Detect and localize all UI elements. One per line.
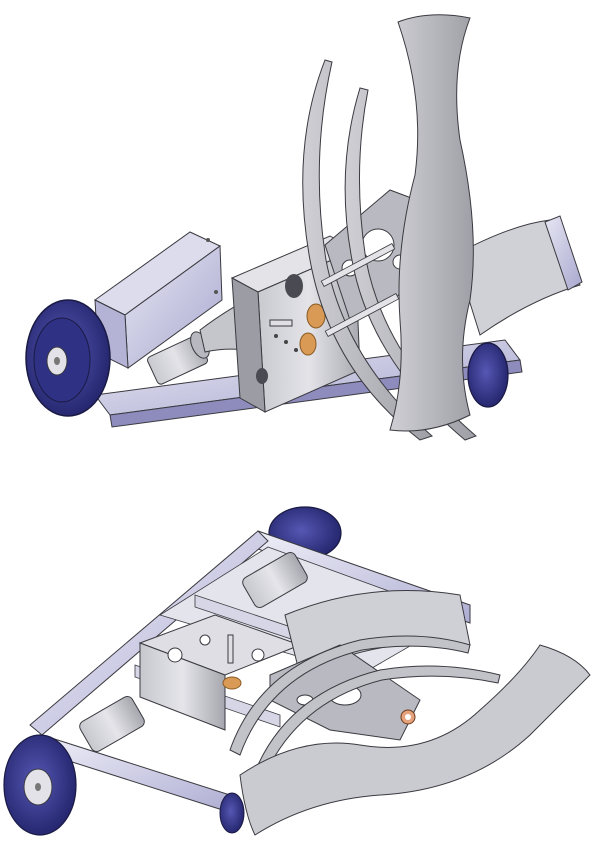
bolt-icon — [214, 290, 218, 294]
front-lifter-blade — [239, 644, 591, 836]
rear-curved-plate — [454, 219, 581, 336]
gearbox-block-front — [139, 642, 226, 731]
frame-rail-left — [29, 530, 269, 736]
claw-blade-icon — [249, 665, 501, 788]
front-lifter-blade — [389, 14, 474, 432]
rear-frame-end — [544, 215, 583, 291]
wheel-icon — [467, 342, 509, 408]
shaft-pin — [269, 319, 293, 327]
bearing-hole — [256, 368, 268, 384]
bronze-bushing — [306, 303, 326, 329]
bolt-icon — [206, 238, 210, 242]
bronze-bushing — [222, 676, 242, 690]
wheel-icon — [219, 792, 245, 834]
bearing-hole — [285, 274, 303, 298]
bronze-bushing — [299, 332, 317, 356]
cross-pin — [324, 293, 400, 337]
robot-cad-view-side-iso — [25, 14, 583, 441]
wheel-icon — [3, 734, 77, 836]
shaft-pin — [227, 634, 234, 664]
motor-icon — [242, 551, 308, 609]
robot-top-iso-drawing — [3, 506, 591, 836]
robot-cad-view-top-iso — [0, 495, 600, 857]
wheel-icon — [25, 299, 111, 417]
claw-blade-icon — [229, 635, 471, 756]
motor-icon — [79, 695, 145, 753]
robot-side-iso-drawing — [25, 14, 583, 441]
cross-pin — [320, 243, 396, 287]
claw-blade-icon — [302, 59, 433, 441]
